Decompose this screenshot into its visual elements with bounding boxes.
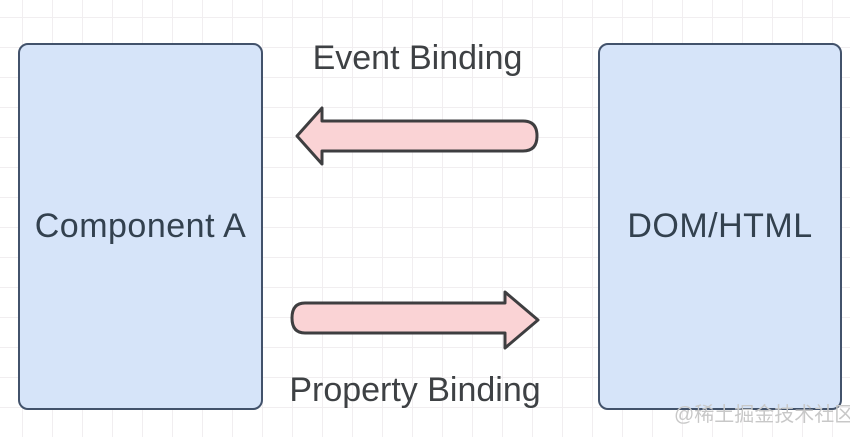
watermark: @稀土掘金技术社区 — [674, 404, 850, 426]
right-arrow-icon — [290, 290, 540, 350]
dom-html-label: DOM/HTML — [627, 207, 813, 245]
property-binding-label: Property Binding — [289, 371, 541, 409]
component-a-box: Component A — [18, 43, 263, 410]
component-a-label: Component A — [34, 207, 247, 245]
event-binding-label: Event Binding — [312, 39, 523, 77]
event-binding-arrow — [295, 106, 539, 166]
left-arrow-icon — [295, 106, 539, 166]
dom-html-box: DOM/HTML — [598, 43, 842, 410]
property-binding-arrow — [290, 290, 540, 350]
